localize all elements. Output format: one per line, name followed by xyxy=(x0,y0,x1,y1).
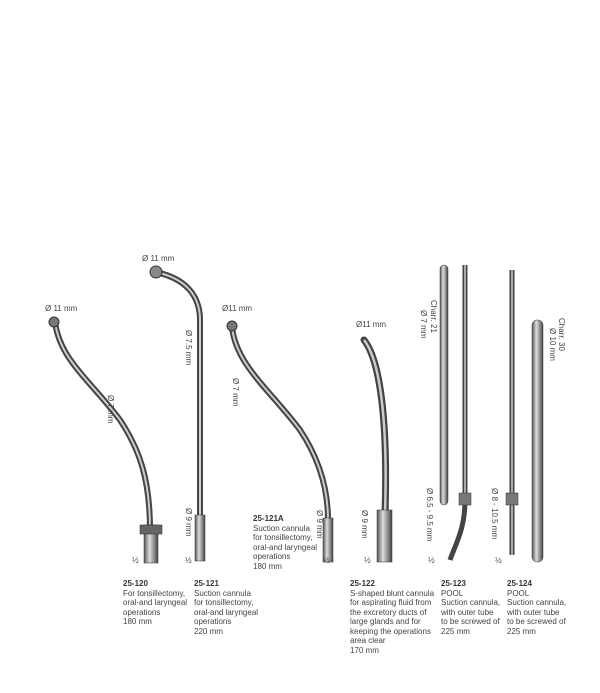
description-line: oral-and laryngeal xyxy=(194,607,259,617)
base-diameter-label: Ø 9 mm xyxy=(184,508,193,537)
tip-diameter-label: Ø 10 mm xyxy=(548,328,557,361)
scale-label: ½ xyxy=(185,556,192,565)
description-line: Suction cannula, xyxy=(507,598,567,607)
description-line: for tonsillectomy, xyxy=(253,533,313,542)
cannula-25-122 xyxy=(360,336,393,563)
cannula-25-124 xyxy=(505,270,544,563)
scale-label: ½ xyxy=(323,556,330,565)
product-description-25-122: 25-122 S-shaped blunt cannula for aspira… xyxy=(350,579,434,655)
description-line: the excretory ducts of xyxy=(350,607,427,617)
base-diameter-label: Ø 8 - 10.5 mm xyxy=(490,488,499,540)
description-line: for tonsillectomy, xyxy=(194,598,254,607)
description-line: 170 mm xyxy=(350,645,379,655)
description-line: Suction cannula, xyxy=(441,598,501,607)
tip-diameter-label: Ø 11 mm xyxy=(142,254,175,263)
tip-diameter-label: Ø11 mm xyxy=(222,304,253,313)
cannula-25-121 xyxy=(149,265,206,562)
product-code: 25-123 xyxy=(441,579,466,588)
description-line: large glands and for xyxy=(350,617,421,626)
description-line: Suction cannula xyxy=(253,523,310,533)
cannula-25-120 xyxy=(48,316,163,564)
product-code: 25-121A xyxy=(253,514,284,523)
description-line: to be screwed of xyxy=(507,617,566,626)
product-code: 25-120 xyxy=(123,579,148,588)
tip-diameter-label: Ø 7 mm xyxy=(419,310,428,339)
description-line: 225 mm xyxy=(441,626,470,636)
base-diameter-label: Ø 9 mm xyxy=(360,510,369,539)
tip-diameter-label: Ø 11 mm xyxy=(45,304,78,313)
shaft-diameter-label: Ø 7 mm xyxy=(231,378,240,407)
shaft-diameter-label: Ø 7 mm xyxy=(106,395,115,424)
description-line: 220 mm xyxy=(194,626,223,636)
scale-label: ½ xyxy=(132,556,139,565)
product-description-25-121A: 25-121A Suction cannula for tonsillectom… xyxy=(253,514,317,571)
description-line: for aspirating fluid from xyxy=(350,598,432,607)
shaft-diameter-label: Ø 7.5 mm xyxy=(184,330,193,366)
cannula-25-121A xyxy=(226,320,334,563)
product-description-25-120: 25-120 For tonsillectomy, oral-and laryn… xyxy=(123,579,187,627)
product-description-25-121: 25-121 Suction cannula for tonsillectomy… xyxy=(194,579,258,636)
description-line: with outer tube xyxy=(507,607,560,617)
description-line: area clear xyxy=(350,636,386,645)
description-line: POOL xyxy=(507,588,530,598)
product-code: 25-121 xyxy=(194,579,219,588)
description-line: oral-and laryngeal xyxy=(123,598,188,607)
description-line: keeping the operations xyxy=(350,626,431,636)
description-line: 180 mm xyxy=(253,561,282,571)
description-line: oral-and laryngeal xyxy=(253,542,318,552)
charr-label: Charr. 30 xyxy=(557,318,566,351)
product-code: 25-122 xyxy=(350,579,375,588)
charr-label: Charr. 21 xyxy=(429,300,438,333)
cannula-25-123 xyxy=(439,264,472,561)
scale-label: ½ xyxy=(495,556,502,565)
description-line: operations xyxy=(253,552,291,561)
description-line: S-shaped blunt cannula xyxy=(350,588,435,598)
base-diameter-label: Ø 6.5 - 9.5 mm xyxy=(425,488,434,542)
description-line: to be screwed of xyxy=(441,617,500,626)
description-line: POOL xyxy=(441,588,464,598)
scale-label: ½ xyxy=(428,556,435,565)
description-line: Suction cannula xyxy=(194,588,251,598)
product-code: 25-124 xyxy=(507,579,532,588)
product-description-25-124: 25-124 POOL Suction cannula, with outer … xyxy=(507,579,566,636)
description-line: 225 mm xyxy=(507,626,536,636)
description-line: operations xyxy=(123,607,161,617)
scale-label: ½ xyxy=(364,556,371,565)
product-description-25-123: 25-123 POOL Suction cannula, with outer … xyxy=(441,579,500,636)
description-line: with outer tube xyxy=(441,607,494,617)
description-line: operations xyxy=(194,617,232,626)
description-line: 180 mm xyxy=(123,617,152,626)
description-line: For tonsillectomy, xyxy=(123,588,186,598)
tip-diameter-label: Ø11 mm xyxy=(356,320,387,329)
